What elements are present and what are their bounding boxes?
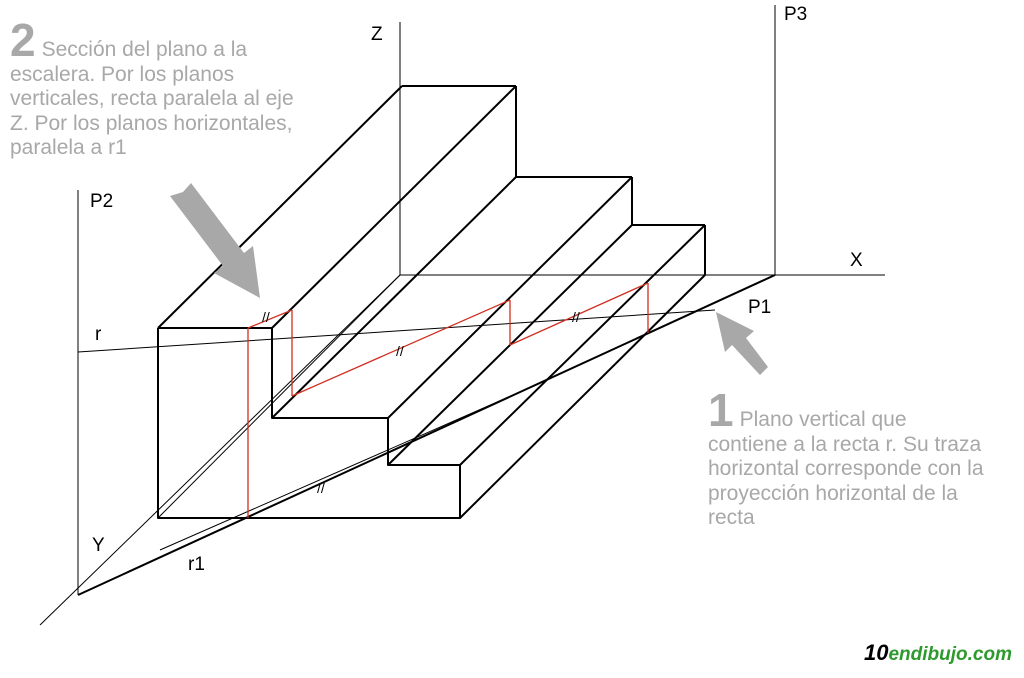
stair-step1-edge bbox=[387, 176, 633, 419]
stair-step1-inner bbox=[271, 176, 517, 419]
arrow-note1 bbox=[716, 312, 768, 375]
section-step1 bbox=[291, 299, 511, 397]
y-axis bbox=[39, 274, 401, 626]
site-logo: 10endibujo.com bbox=[864, 640, 1012, 666]
p2-label: P2 bbox=[90, 191, 113, 212]
stair-top-left bbox=[157, 85, 403, 329]
parallel-mark: // bbox=[262, 309, 270, 325]
logo-part-1: 10 bbox=[864, 640, 889, 665]
logo-part-2: en bbox=[888, 644, 911, 665]
arrow-note2 bbox=[170, 183, 260, 298]
note-step-1-text: Plano vertical que contiene a la recta r… bbox=[708, 408, 984, 529]
p1-label: P1 bbox=[748, 297, 771, 318]
x-axis-label: X bbox=[850, 250, 863, 271]
stair-step2-edge bbox=[459, 224, 706, 466]
z-axis-label: Z bbox=[371, 24, 383, 45]
y-axis-label: Y bbox=[92, 535, 105, 556]
p1-trace bbox=[77, 274, 776, 596]
p3-label: P3 bbox=[784, 4, 807, 25]
note-step-2-number: 2 bbox=[10, 14, 36, 66]
parallel-mark: // bbox=[396, 343, 404, 359]
r1-projection bbox=[159, 391, 521, 551]
parallel-mark: // bbox=[317, 480, 325, 496]
section-step2 bbox=[509, 282, 649, 346]
r-line bbox=[77, 309, 716, 353]
r1-label: r1 bbox=[188, 554, 205, 575]
note-step-1-number: 1 bbox=[708, 384, 734, 436]
logo-part-3: dibujo.com bbox=[910, 644, 1012, 665]
stair-base-edge bbox=[459, 274, 706, 519]
parallel-mark: // bbox=[572, 309, 580, 325]
stair-top-right bbox=[271, 85, 517, 329]
r-label: r bbox=[95, 324, 102, 345]
section-top-slant bbox=[247, 309, 293, 329]
stair-back-base bbox=[157, 274, 401, 519]
note-step-2-text: Sección del plano a la escalera. Por los… bbox=[10, 38, 294, 159]
